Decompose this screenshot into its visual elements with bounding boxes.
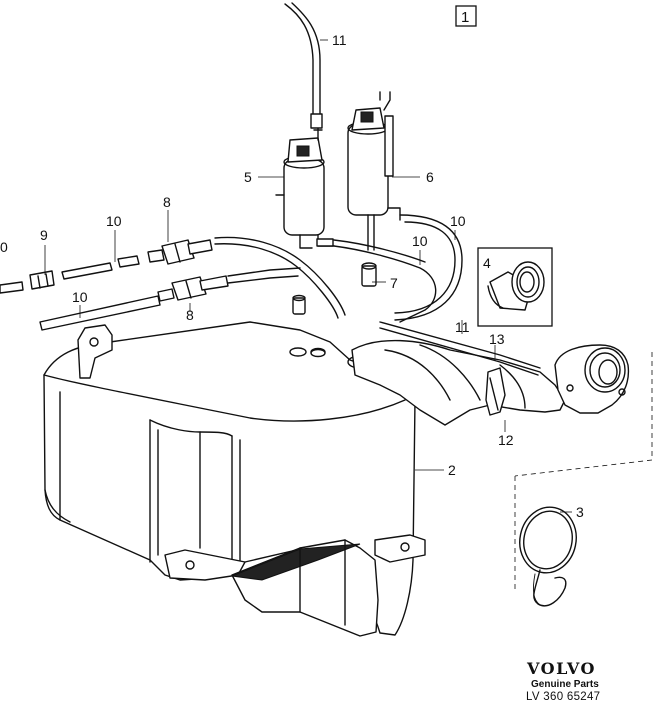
washer-pump-right <box>347 91 401 251</box>
callout-10-d: 10 <box>450 213 466 229</box>
callout-9: 9 <box>40 227 48 243</box>
callout-leader-lines <box>44 39 572 513</box>
volvo-branding: VOLVO Genuine Parts LV 360 65247 <box>526 659 600 703</box>
callout-12: 12 <box>498 432 514 448</box>
drawing-code: LV 360 65247 <box>526 691 600 703</box>
washer-pump-left <box>275 125 335 249</box>
reference-box: 1 <box>455 5 477 27</box>
callout-7: 7 <box>390 275 398 291</box>
reference-number: 1 <box>461 9 469 26</box>
callout-8-bottom: 8 <box>186 307 194 323</box>
callout-11-top: 11 <box>332 32 347 48</box>
grommets <box>292 262 377 358</box>
filler-neck <box>351 339 630 426</box>
callout-11-mid: 11 <box>455 319 470 335</box>
callout-10-c: 10 <box>412 233 428 249</box>
seal-detail-box <box>477 247 553 327</box>
callout-5: 5 <box>244 169 252 185</box>
callout-6: 6 <box>426 169 434 185</box>
assembly-guide-lines <box>514 352 653 590</box>
callout-2: 2 <box>448 462 456 478</box>
callout-3: 3 <box>576 504 584 520</box>
callout-10-left-edge: 0 <box>0 239 8 255</box>
washer-reservoir-tank <box>43 321 426 637</box>
callout-4: 4 <box>483 255 491 271</box>
callout-10-b: 10 <box>72 289 88 305</box>
washer-hoses <box>0 2 541 376</box>
callout-13: 13 <box>489 331 505 347</box>
callout-10-a: 10 <box>106 213 122 229</box>
genuine-parts-label: Genuine Parts <box>531 679 599 690</box>
callout-8-top: 8 <box>163 194 171 210</box>
callout-numbers: 11 5 6 8 10 9 0 10 8 7 10 10 4 11 13 12 … <box>0 32 584 520</box>
filler-cap <box>519 506 577 607</box>
hose-connectors <box>29 239 229 302</box>
volvo-logo: VOLVO <box>526 659 596 678</box>
